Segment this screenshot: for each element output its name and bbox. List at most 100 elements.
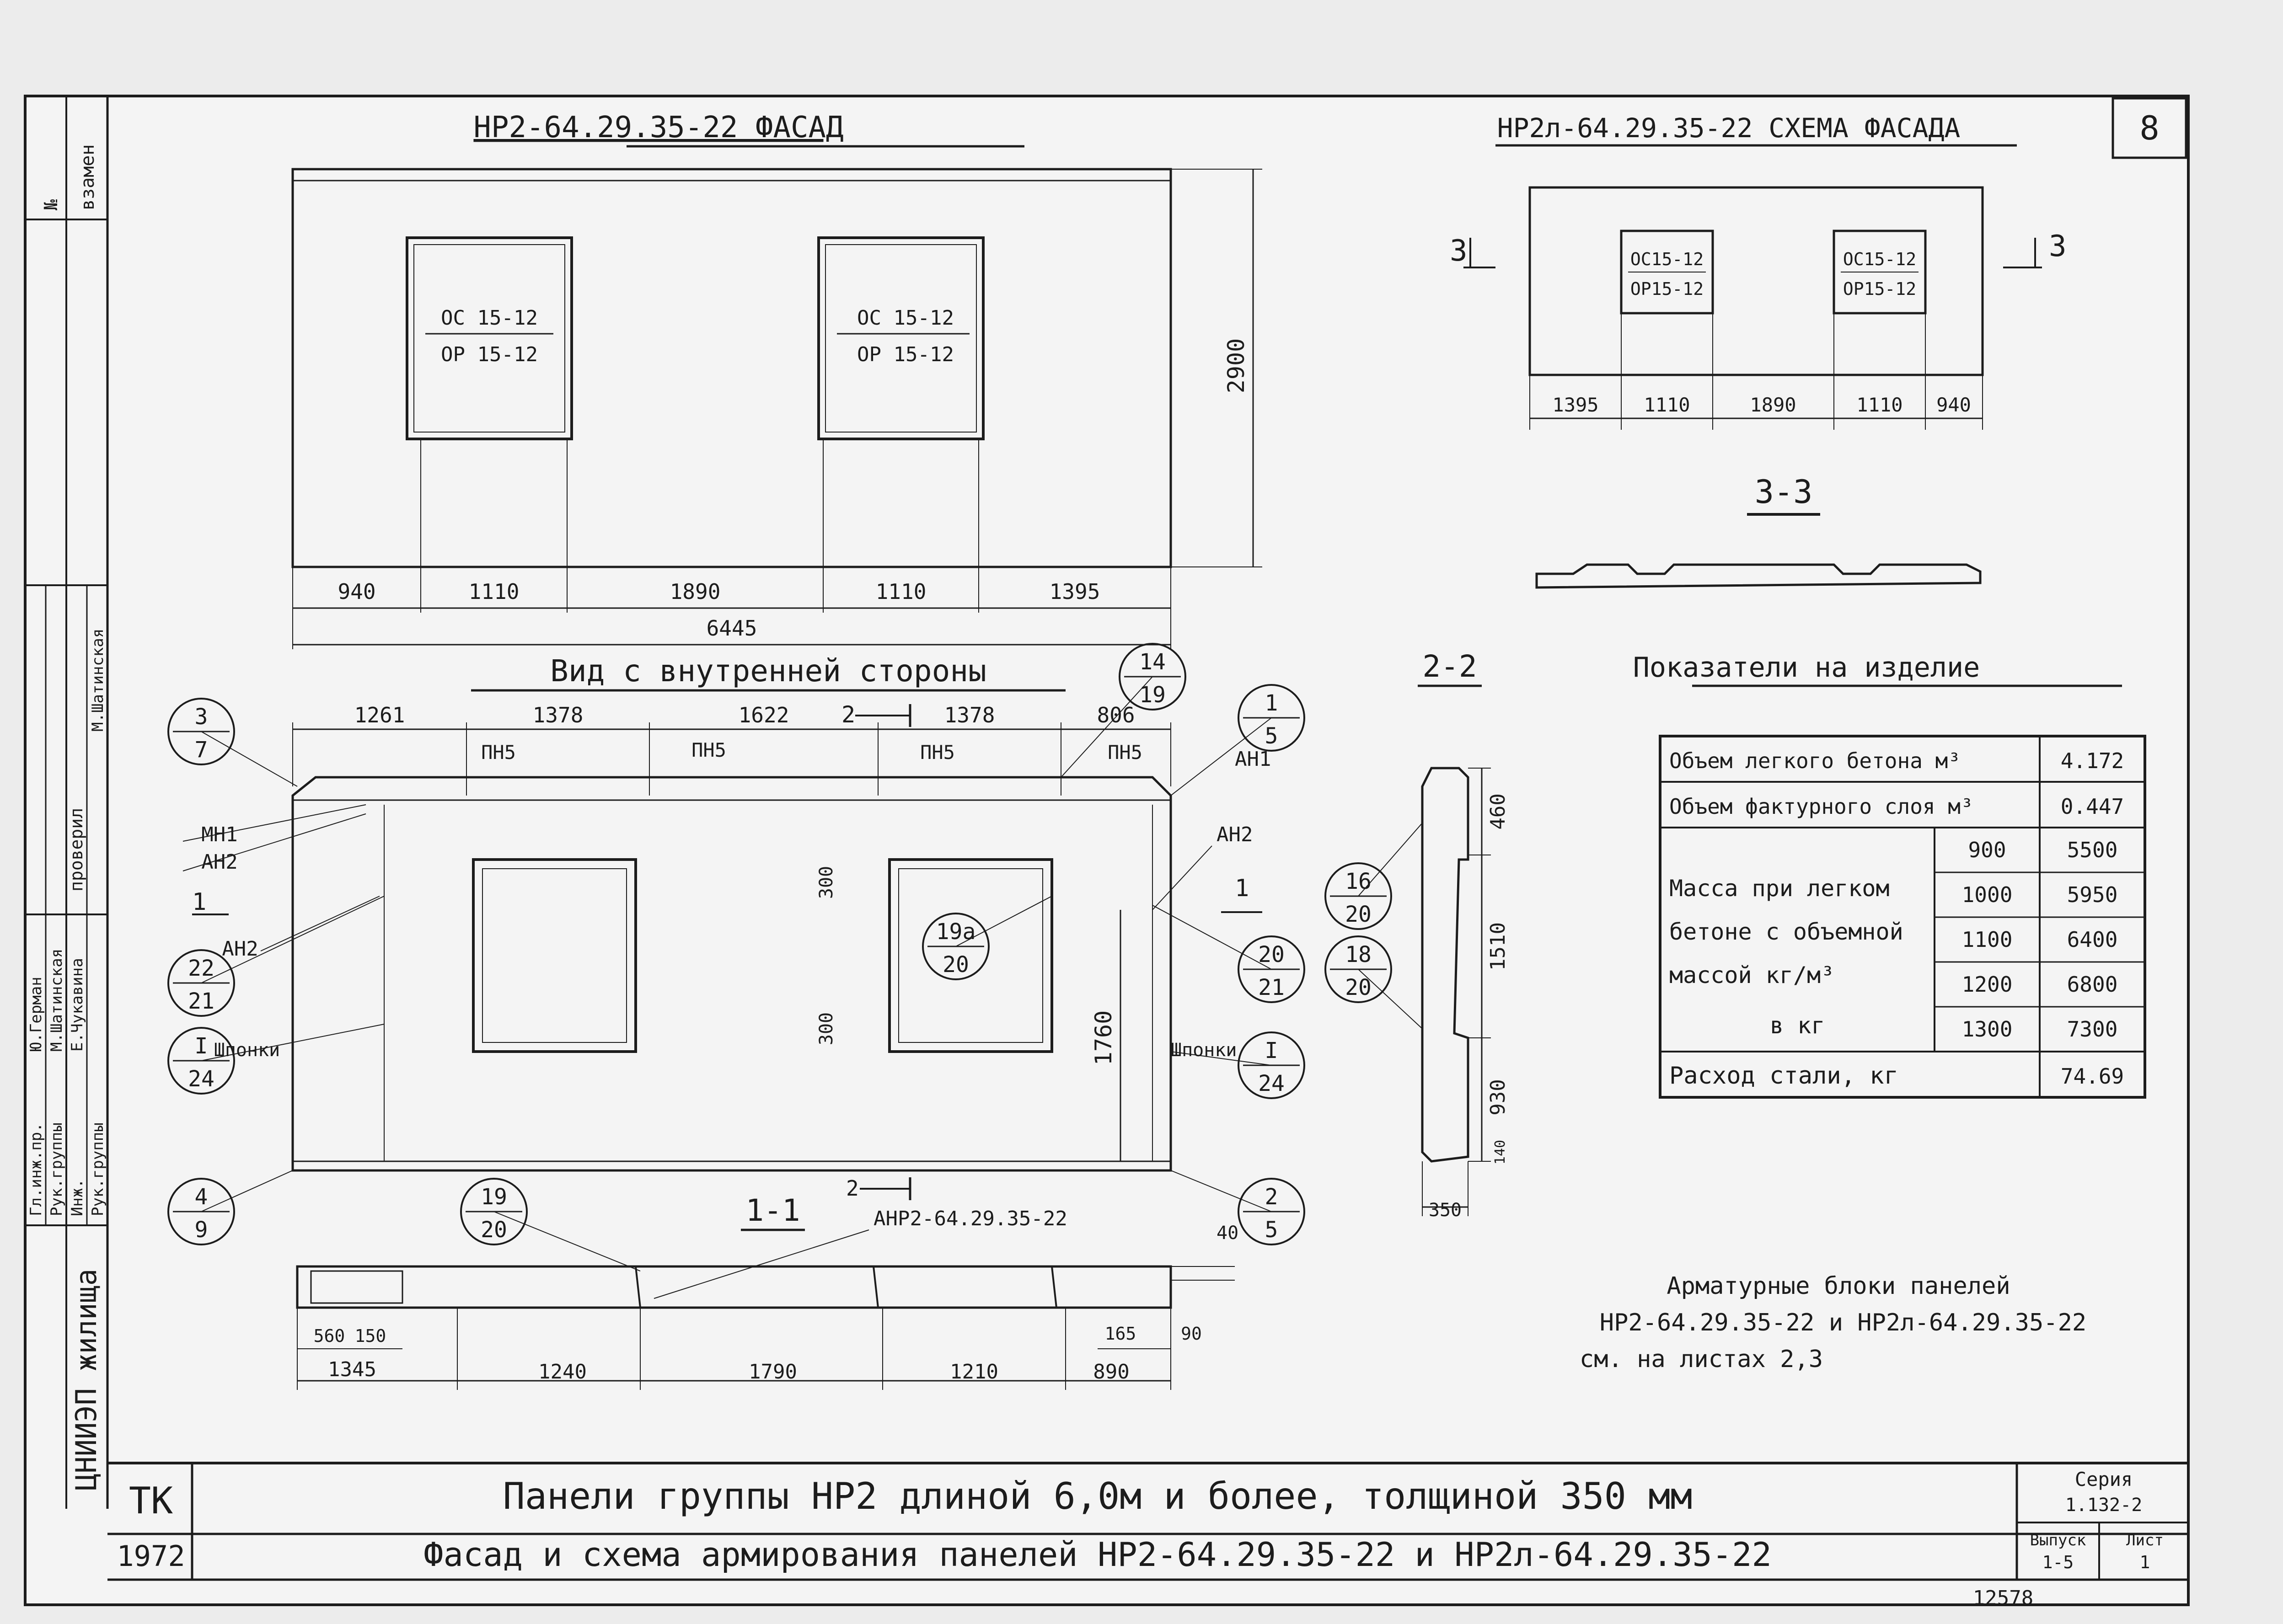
scheme-dim-5: 940 [1936,394,1971,416]
steel-label: Расход стали, кг [1669,1062,1898,1090]
label-an1: АН1 [1235,748,1271,771]
callout-c-I-24-right: I24 [1170,1031,1305,1099]
indicator-label-1: Объем легкого бетона м³ [1669,748,1961,773]
callout-leader [1170,1051,1272,1066]
callout-circle [1119,643,1186,710]
callout-circle [460,1178,528,1245]
callout-c-4-9: 49 [167,1170,293,1245]
note-line-2: НР2-64.29.35-22 и НР2л-64.29.35-22 [1600,1309,2086,1336]
facade-dim-5: 1395 [1050,579,1100,604]
callout-circle [1238,1031,1305,1099]
section-11-profile [296,1265,1172,1309]
facade-window-1 [406,236,573,440]
callout-leader [493,1211,641,1271]
inner-dim-300-a: 300 [816,866,837,899]
section-11-bottom-dim-3: 1790 [749,1360,797,1384]
facade-window-2-top: ОС 15-12 [857,306,954,330]
density-3: 1100 [1962,927,2013,952]
scheme-title: НР2л-64.29.35-22 СХЕМА ФАСАДА [1497,112,1961,144]
callout-bottom: 5 [1265,1217,1278,1243]
section-22-profile [1421,767,1469,1163]
section-3-3: 3-3 [1535,473,1982,589]
section-2-2: 2-2 460 1510 930 140 350 [1418,649,1510,1221]
scheme-cut-left: 3 [1450,234,1468,268]
callout-leader [1152,905,1272,970]
section-11-dim-40: 40 [1217,1223,1238,1244]
callout-circle [1238,1178,1305,1245]
callout-leader [1170,1170,1272,1212]
section-11-dim-150: 150 [355,1326,386,1346]
callout-c-3-7: 37 [167,698,298,787]
callout-circle [1324,862,1392,930]
mass-4: 6800 [2067,972,2118,997]
sheet-value: 1 [2140,1552,2150,1572]
callout-top: 22 [188,956,214,981]
mass-label-2: бетоне с объемной [1669,919,1903,945]
density-5: 1300 [1962,1017,2013,1042]
callout-c-I-24-left: I24 [167,1024,385,1095]
section-22-dim-140: 140 [1492,1140,1508,1165]
facade-window-2 [817,236,985,440]
label-anr2: АНР2-64.29.35-22 [874,1207,1067,1230]
stamp-role-1: Гл.инж.пр. [27,1122,45,1216]
stamp-role-3: Инж. [68,1179,86,1216]
facade-view: НР2-64.29.35-22 ФАСАД ОС 15-12 ОР 15-12 … [291,111,1262,649]
facade-window-1-bottom: ОР 15-12 [441,343,538,366]
callout-leader [201,1024,385,1061]
callout-top: 2 [1265,1184,1278,1210]
callout-circle [1238,684,1305,752]
label-shponki-left: Шпонки [214,1040,280,1061]
label-an2-right: АН2 [1217,823,1253,846]
callout-top: 16 [1345,869,1372,894]
callout-top: 3 [195,704,208,730]
mass-label-4: в кг [1770,1012,1825,1039]
callout-circle [167,698,235,765]
inner-view: Вид с внутренней стороны 1261 1378 1622 … [182,653,1271,1172]
facade-window-2-bottom: ОР 15-12 [857,343,954,366]
callout-bottom: 5 [1265,723,1278,749]
callout-bottom: 21 [1258,975,1285,1000]
callout-circle [1324,935,1392,1003]
callout-circle [167,1027,235,1095]
mass-label-1: Масса при легком [1669,875,1890,902]
title-tk: ТК [129,1480,173,1522]
sheet-label: Лист [2126,1531,2164,1549]
pn5-1: ПН5 [481,741,516,764]
section-11-title: 1-1 [745,1193,800,1228]
section-22-dim-930: 930 [1486,1079,1510,1115]
stamp-no: № [41,199,62,210]
callout-bottom: 20 [943,952,969,978]
series-value: 1.132-2 [2065,1495,2143,1516]
mass-2: 5950 [2067,882,2118,907]
pn5-2: ПН5 [691,739,726,761]
indicator-label-2: Объем фактурного слоя м³ [1669,794,1973,819]
title-line-1: Панели группы НР2 длиной 6,0м и более, т… [503,1475,1693,1517]
callout-leader [1061,676,1153,778]
facade-window-1-top: ОС 15-12 [441,306,538,330]
callout-c-1-5: 15 [1170,684,1305,796]
sheet-number-box: 8 [2112,97,2187,159]
stamp-name-2: М.Шатинская [48,949,66,1052]
callout-top: 19 [481,1184,507,1210]
side-stamp: № взамен Гл.инж.пр. Рук.группы Инж. Рук.… [25,96,109,1509]
scheme-window-2 [1833,230,1927,315]
facade-dim-4: 1110 [876,579,927,604]
pn5-3: ПН5 [920,741,955,764]
stamp-role-2: Рук.группы [48,1122,66,1216]
series-label: Серия [2075,1468,2133,1490]
scheme-cut-right: 3 [2049,230,2067,263]
section-11-bottom-dim-4: 1210 [950,1360,998,1384]
section-11-bottom-dim-1: 1345 [328,1358,376,1381]
section-1-1: 1-1 2 АНР2-64.29.35-22 40 560 150 165 90… [296,1176,1238,1390]
facade-dim-1: 940 [338,579,375,604]
density-2: 1000 [1962,882,2013,907]
callout-top: I [1265,1038,1278,1063]
stamp-name-1: Ю.Герман [27,977,45,1052]
mass-1: 5500 [2067,838,2118,862]
density-1: 900 [1968,838,2006,862]
mass-3: 6400 [2067,927,2118,952]
callout-bottom: 7 [195,737,208,763]
